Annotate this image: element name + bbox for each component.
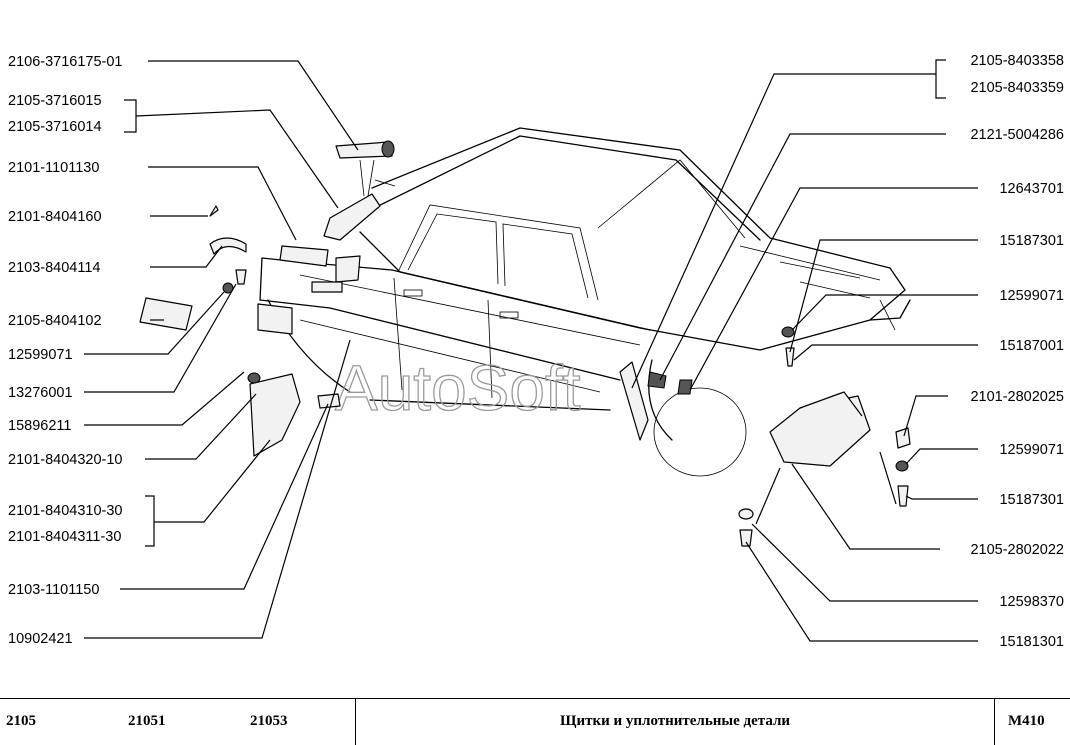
footer-title: Щитки и уплотнительные детали <box>559 713 791 729</box>
footer-page-code: M410 <box>1008 713 1045 729</box>
footer-model-3: 21053 <box>250 713 288 729</box>
label-2101-1101130: 2101-1101130 <box>8 160 99 176</box>
footer-model-1: 2105 <box>6 713 36 729</box>
part-lamp-housing <box>323 193 381 241</box>
label-2101-8404160: 2101-8404160 <box>8 209 102 225</box>
label-2101-8404311-30: 2101-8404311-30 <box>8 529 121 545</box>
label-10902421: 10902421 <box>8 631 73 647</box>
label-15187301-top: 15187301 <box>999 233 1064 249</box>
part-mudflap <box>249 373 301 457</box>
label-2101-8404310-30: 2101-8404310-30 <box>8 503 123 519</box>
label-15181301: 15181301 <box>999 634 1064 650</box>
label-2105-8404102: 2105-8404102 <box>8 313 102 329</box>
footer-divider-left <box>355 699 356 745</box>
label-2106-3716175-01: 2106-3716175-01 <box>8 54 123 70</box>
part-bar <box>335 141 393 159</box>
label-2101-8404320-10: 2101-8404320-10 <box>8 452 123 468</box>
label-13276001: 13276001 <box>8 385 73 401</box>
label-2103-1101150: 2103-1101150 <box>8 582 99 598</box>
footer-divider-right <box>994 699 995 745</box>
label-12599071-right-top: 12599071 <box>999 288 1064 304</box>
footer-bar: 2105 21051 21053 Щитки и уплотнительные … <box>0 698 1070 745</box>
label-2105-8403358: 2105-8403358 <box>970 53 1064 69</box>
label-2105-3716015: 2105-3716015 <box>8 93 102 109</box>
label-15896211: 15896211 <box>8 418 71 434</box>
parts <box>139 140 911 547</box>
label-2103-8404114: 2103-8404114 <box>8 260 100 276</box>
watermark: AutoSoft <box>335 352 581 424</box>
label-12643701: 12643701 <box>999 181 1064 197</box>
label-15187001: 15187001 <box>999 338 1064 354</box>
right-leaders <box>631 59 978 642</box>
label-2121-5004286: 2121-5004286 <box>970 127 1064 143</box>
label-12599071-right: 12599071 <box>999 442 1064 458</box>
label-15187301-bottom: 15187301 <box>999 492 1064 508</box>
label-12599071-left: 12599071 <box>8 347 73 363</box>
part-pad <box>139 297 193 331</box>
car-outline <box>259 127 911 477</box>
footer-model-2: 21051 <box>128 713 166 729</box>
label-2101-2802025: 2101-2802025 <box>970 389 1064 405</box>
part-seal <box>279 245 329 267</box>
left-labels: 2106-3716175-01 2105-3716015 2105-371601… <box>8 54 123 647</box>
label-2105-2802022: 2105-2802022 <box>970 542 1064 558</box>
right-labels: 2105-8403358 2105-8403359 2121-5004286 1… <box>970 53 1064 650</box>
label-12598370: 12598370 <box>999 594 1064 610</box>
left-leaders <box>84 60 359 639</box>
label-2105-3716014: 2105-3716014 <box>8 119 102 135</box>
label-2105-8403359: 2105-8403359 <box>970 80 1064 96</box>
